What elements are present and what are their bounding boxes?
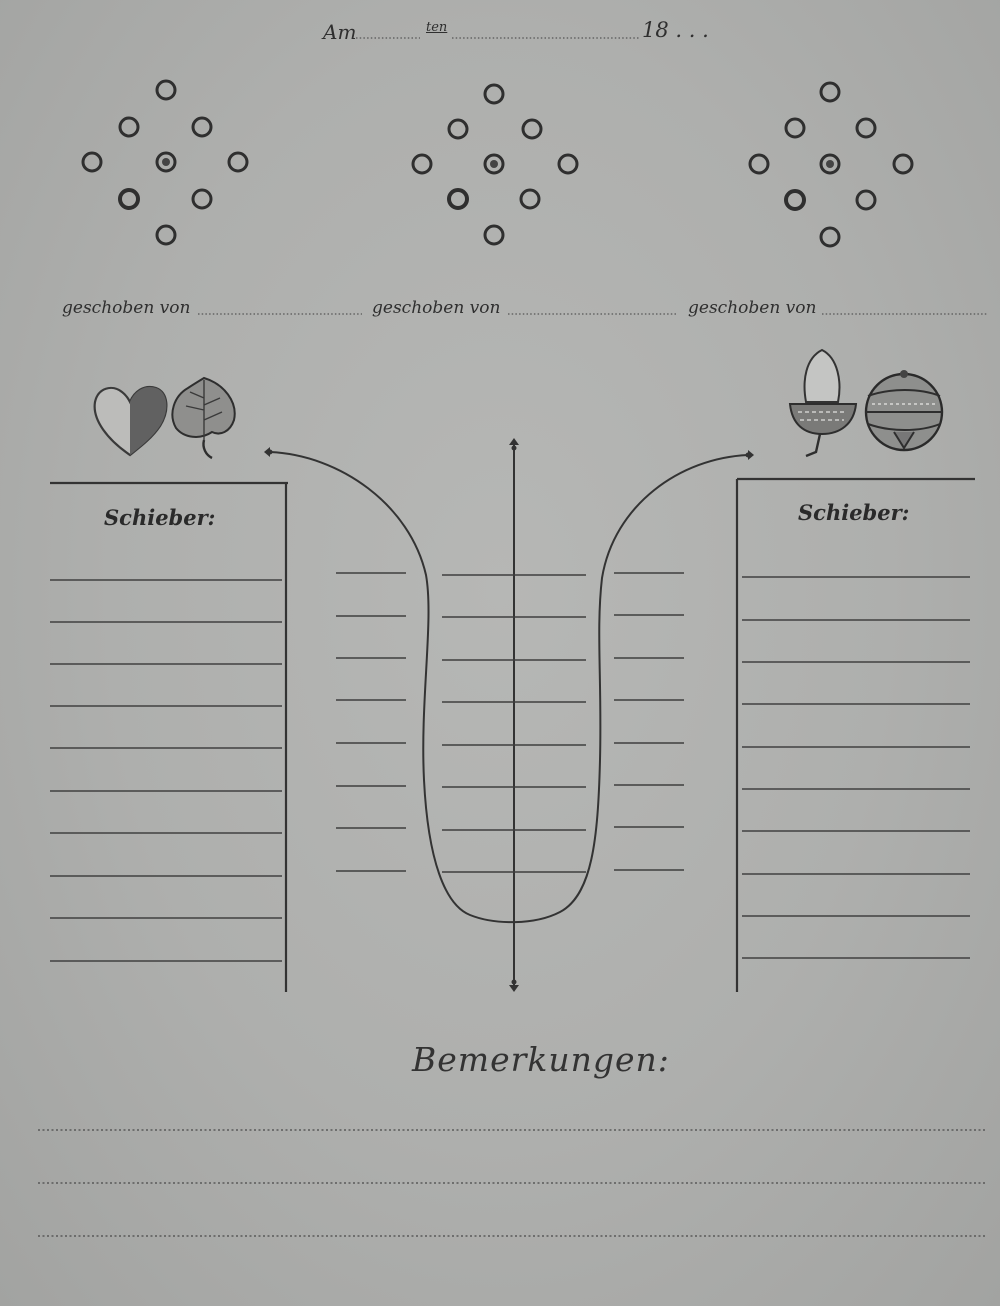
center-board-curve [269,451,749,924]
right-panel-score-lines [742,576,970,959]
remarks-lines [38,1129,985,1237]
right-schieber-title: Schieber: [798,500,910,525]
pin-diagram-3 [748,81,914,248]
left-panel-score-lines [50,579,282,962]
center-board-end-marks [264,438,754,992]
acorn-icon [788,348,858,458]
heart-icon [93,385,168,457]
center-left-score-lines [336,572,406,872]
pushed-by-label-3: geschoben von [688,298,817,318]
header-year-label: 18 . . . [642,18,709,42]
header-am-label: Am [323,20,357,44]
pushed-by-label-2: geschoben von [372,298,501,318]
header-ten-label: ten [426,20,448,35]
center-right-score-lines [614,572,684,871]
pin-diagram-2 [411,83,579,246]
leaf-icon [171,376,236,460]
pushed-by-label-1: geschoben von [62,298,191,318]
remarks-title: Bemerkungen: [412,1040,670,1079]
left-panel-frame [50,481,288,992]
bell-icon [864,370,944,452]
right-panel-frame [735,477,975,992]
pin-diagram-1 [81,79,249,246]
left-schieber-title: Schieber: [104,505,216,530]
center-middle-score-lines [442,574,586,873]
